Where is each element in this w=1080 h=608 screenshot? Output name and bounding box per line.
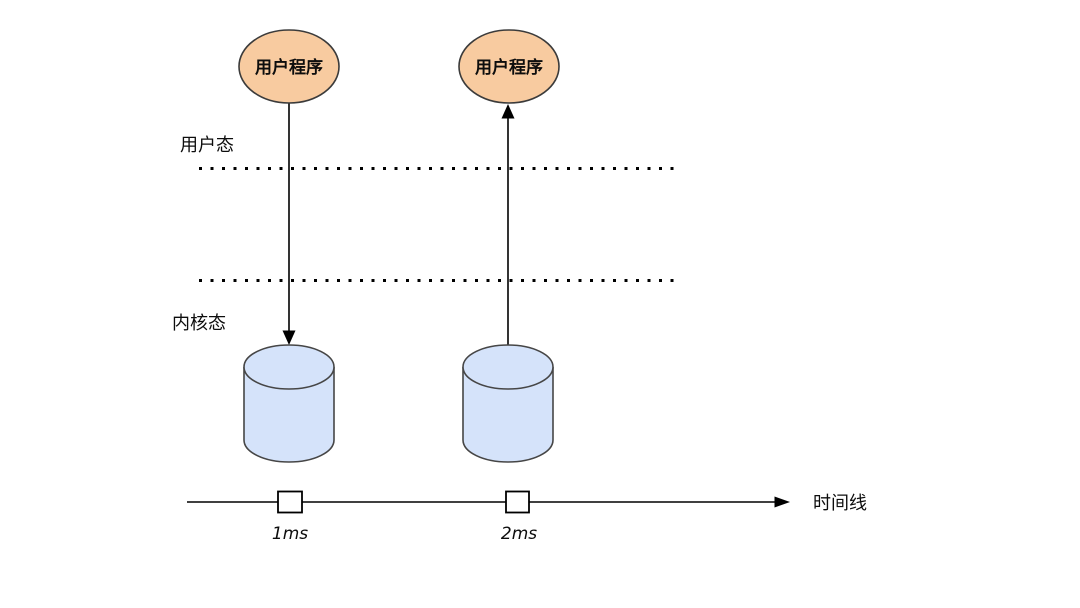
user-program-ellipse-1 [238,29,340,104]
user-program-label-2: 用户程序 [475,57,543,78]
timeline-label: 时间线 [813,493,867,514]
kernel-cylinder-2-body [462,367,554,463]
user-mode-label: 用户态 [180,135,234,156]
kernel-cylinder-2-top [462,344,554,390]
kernel-cylinder-1 [243,344,335,463]
kernel-cylinder-2 [462,344,554,463]
kernel-cylinder-1-top [243,344,335,390]
user-program-label-1: 用户程序 [255,57,323,78]
kernel-mode-label: 内核态 [172,313,226,334]
user-program-ellipse-2 [458,29,560,104]
timeline-marker-2ms [505,490,530,514]
timeline-tick-label-2ms: 2ms [501,524,537,544]
return-up-arrow-head [501,104,515,119]
kernel-cylinder-1-body [243,367,335,463]
timeline-arrow-head [774,496,790,508]
syscall-down-arrow-head [282,330,296,345]
timeline-tick-label-1ms: 1ms [272,524,308,544]
timeline-marker-1ms [277,490,303,514]
